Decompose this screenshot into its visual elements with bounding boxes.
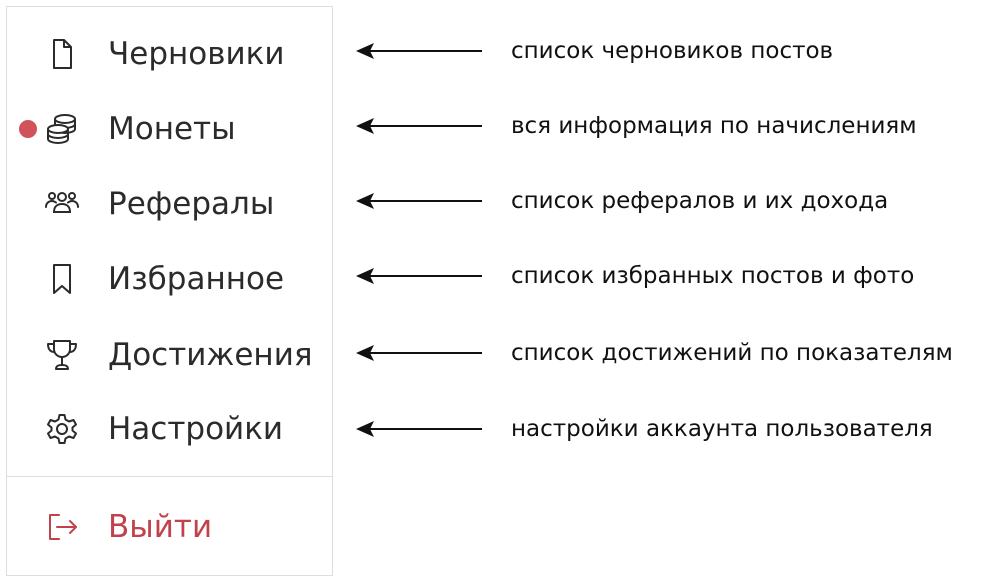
coins-icon bbox=[45, 112, 79, 146]
menu-label-settings: Настройки bbox=[108, 411, 284, 447]
arrow-left-icon bbox=[356, 193, 482, 209]
annotation-text: список избранных постов и фото bbox=[511, 263, 915, 289]
annotation-text: список черновиков постов bbox=[511, 38, 834, 64]
menu-label-drafts: Черновики bbox=[108, 36, 285, 72]
logout-label: Выйти bbox=[108, 509, 213, 545]
menu-item-referrals[interactable]: Рефералы bbox=[7, 176, 332, 232]
menu-item-settings[interactable]: Настройки bbox=[7, 401, 332, 457]
annotation-settings: настройки аккаунта пользователя bbox=[356, 409, 996, 449]
logout-icon bbox=[45, 510, 79, 544]
menu-label-achievements: Достижения bbox=[108, 337, 313, 373]
annotation-favorites: список избранных постов и фото bbox=[356, 256, 996, 296]
annotation-drafts: список черновиков постов bbox=[356, 31, 996, 71]
arrow-left-icon bbox=[356, 43, 482, 59]
annotation-referrals: список рефералов и их дохода bbox=[356, 181, 996, 221]
annotation-text: список рефералов и их дохода bbox=[511, 188, 889, 214]
gear-icon bbox=[45, 412, 79, 446]
annotation-coins: вся информация по начислениям bbox=[356, 106, 996, 146]
menu-item-coins[interactable]: Монеты bbox=[7, 101, 332, 157]
annotation-achievements: список достижений по показателям bbox=[356, 333, 996, 373]
document-icon bbox=[45, 37, 79, 71]
menu-item-drafts[interactable]: Черновики bbox=[7, 26, 332, 82]
menu-label-favorites: Избранное bbox=[108, 261, 285, 297]
menu-item-favorites[interactable]: Избранное bbox=[7, 251, 332, 307]
bookmark-icon bbox=[45, 262, 79, 296]
arrow-left-icon bbox=[356, 268, 482, 284]
logout-button[interactable]: Выйти bbox=[7, 499, 332, 555]
profile-menu: Черновики Монеты bbox=[6, 6, 333, 576]
users-icon bbox=[45, 187, 79, 221]
annotation-text: настройки аккаунта пользователя bbox=[511, 416, 933, 442]
annotation-text: список достижений по показателям bbox=[511, 340, 953, 366]
arrow-left-icon bbox=[356, 421, 482, 437]
menu-item-achievements[interactable]: Достижения bbox=[7, 327, 332, 383]
menu-label-coins: Монеты bbox=[108, 111, 236, 147]
annotation-text: вся информация по начислениям bbox=[511, 113, 917, 139]
notification-dot bbox=[19, 120, 37, 138]
arrow-left-icon bbox=[356, 345, 482, 361]
menu-divider bbox=[7, 476, 332, 477]
arrow-left-icon bbox=[356, 118, 482, 134]
menu-label-referrals: Рефералы bbox=[108, 186, 275, 222]
trophy-icon bbox=[45, 338, 79, 372]
